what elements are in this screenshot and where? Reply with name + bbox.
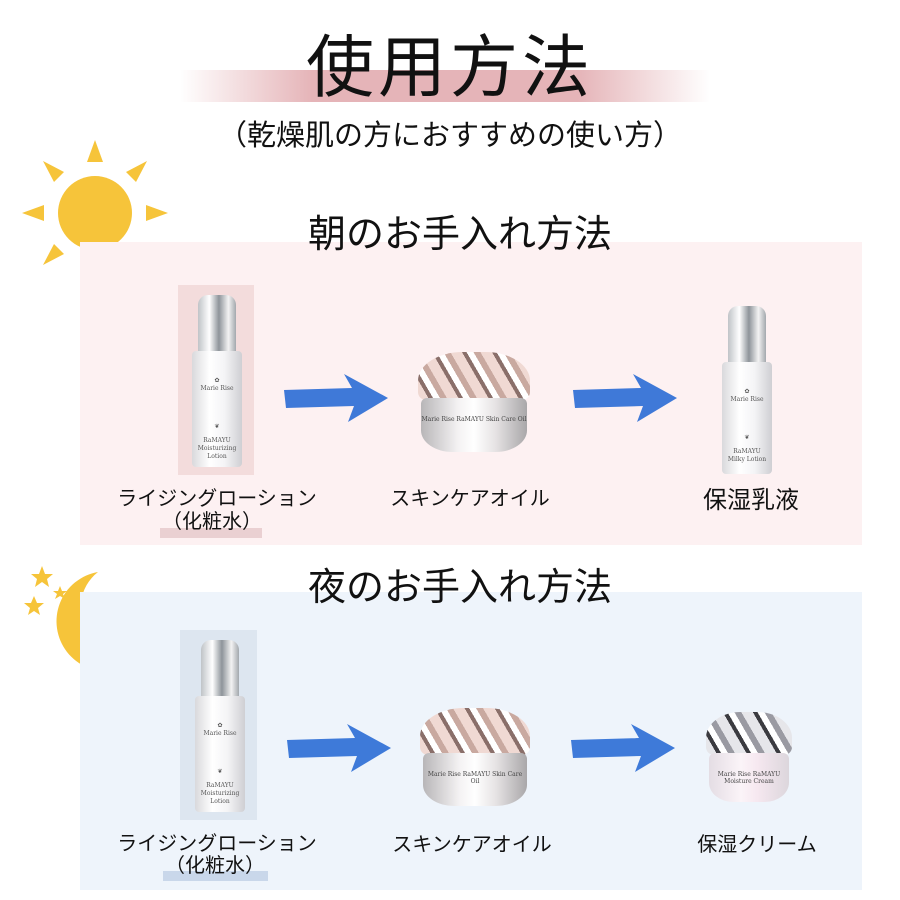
arrow-right-icon: [571, 724, 675, 772]
oil-jar-image: Marie Rise RaMAYU Skin Care Oil: [420, 708, 530, 806]
star-icon: [24, 566, 67, 615]
oil-jar-image: Marie Rise RaMAYU Skin Care Oil: [418, 352, 530, 452]
step-label: ライジングローション: [117, 486, 317, 510]
step-label: 保湿乳液: [703, 486, 799, 514]
arrow-right-icon: [573, 374, 677, 422]
step-label: 保湿クリーム: [697, 832, 817, 856]
label-underline: [163, 871, 268, 881]
arrow-right-icon: [284, 374, 388, 422]
morning-heading: 朝のお手入れ方法: [307, 212, 612, 256]
night-heading: 夜のお手入れ方法: [307, 565, 612, 609]
step-label: スキンケアオイル: [392, 832, 552, 856]
brand-text: Marie Rise: [200, 385, 234, 392]
title-highlight-bar: [180, 70, 710, 102]
label-underline: [160, 528, 262, 538]
page-title: 使用方法: [305, 29, 594, 108]
page-subtitle: （乾燥肌の方におすすめの使い方）: [217, 118, 682, 152]
step-label: ライジングローション: [117, 831, 317, 855]
cream-jar-image: Marie Rise RaMAYU Moisture Cream: [706, 712, 792, 802]
arrow-right-icon: [287, 724, 391, 772]
step-sublabel: （化粧水）: [162, 509, 262, 533]
step-label: スキンケアオイル: [390, 486, 550, 510]
step-sublabel: （化粧水）: [165, 853, 265, 877]
